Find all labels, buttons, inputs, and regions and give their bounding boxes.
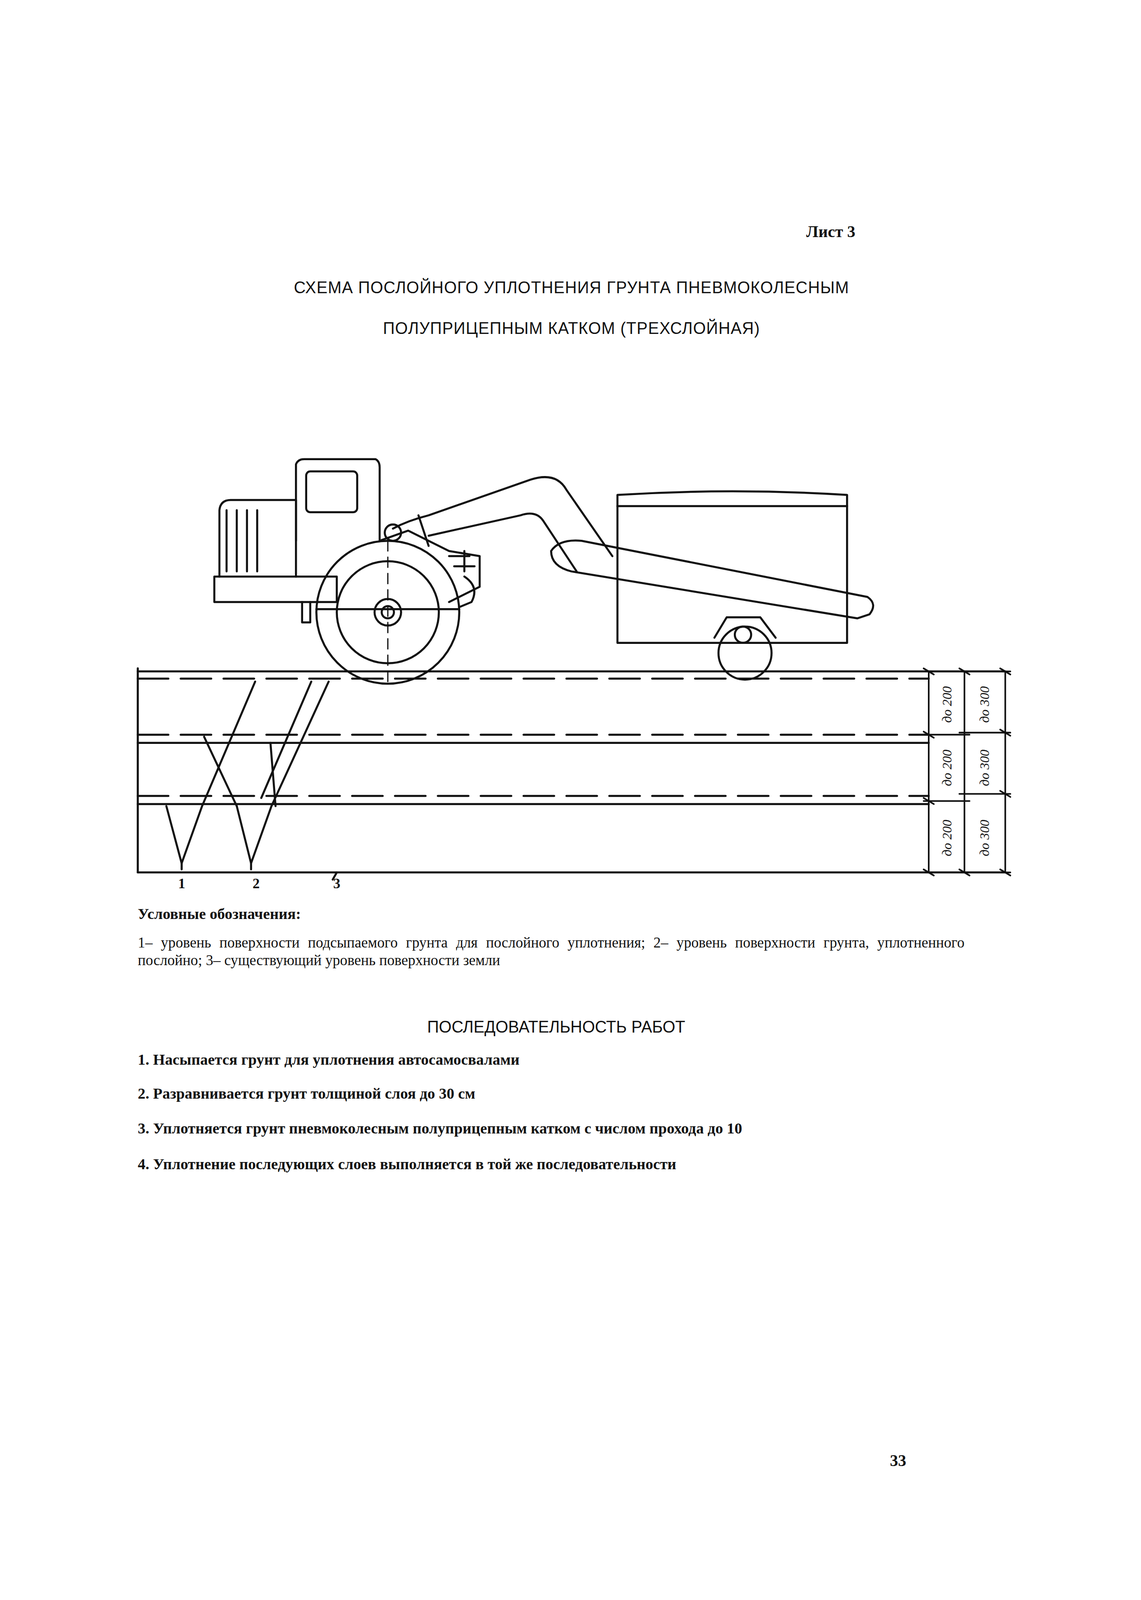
legend-text: 1– уровень поверхности подсыпаемого грун… xyxy=(137,933,965,970)
section-heading: ПОСЛЕДОВАТЕЛЬНОСТЬ РАБОТ xyxy=(427,1017,685,1037)
soil-layers xyxy=(137,668,1006,880)
dimension-label: до 200 xyxy=(939,684,955,724)
dimension-label: до 300 xyxy=(977,684,993,724)
dimension-lines xyxy=(923,668,1011,876)
callout-number: 2 xyxy=(252,875,260,892)
callout-number: 3 xyxy=(333,875,341,892)
step-text: 3. Уплотняется грунт пневмоколесным полу… xyxy=(137,1119,743,1138)
dimension-label: до 200 xyxy=(939,818,955,858)
step-text: 1. Насыпается грунт для уплотнения автос… xyxy=(137,1050,520,1069)
roller xyxy=(551,491,874,680)
page-number: 33 xyxy=(889,1451,907,1471)
dimension-label: до 300 xyxy=(977,818,993,858)
step-text: 2. Разравнивается грунт толщиной слоя до… xyxy=(137,1084,476,1103)
step-text: 4. Уплотнение последующих слоев выполняе… xyxy=(137,1155,677,1174)
tractor xyxy=(214,459,613,684)
sheet-number: Лист 3 xyxy=(806,222,856,242)
callout-number: 1 xyxy=(178,875,186,892)
dimension-label: до 200 xyxy=(939,748,955,787)
page-title: СХЕМА ПОСЛОЙНОГО УПЛОТНЕНИЯ ГРУНТА ПНЕВМ… xyxy=(293,267,850,349)
dimension-label: до 300 xyxy=(977,748,993,787)
legend-heading: Условные обозначения: xyxy=(137,905,301,923)
